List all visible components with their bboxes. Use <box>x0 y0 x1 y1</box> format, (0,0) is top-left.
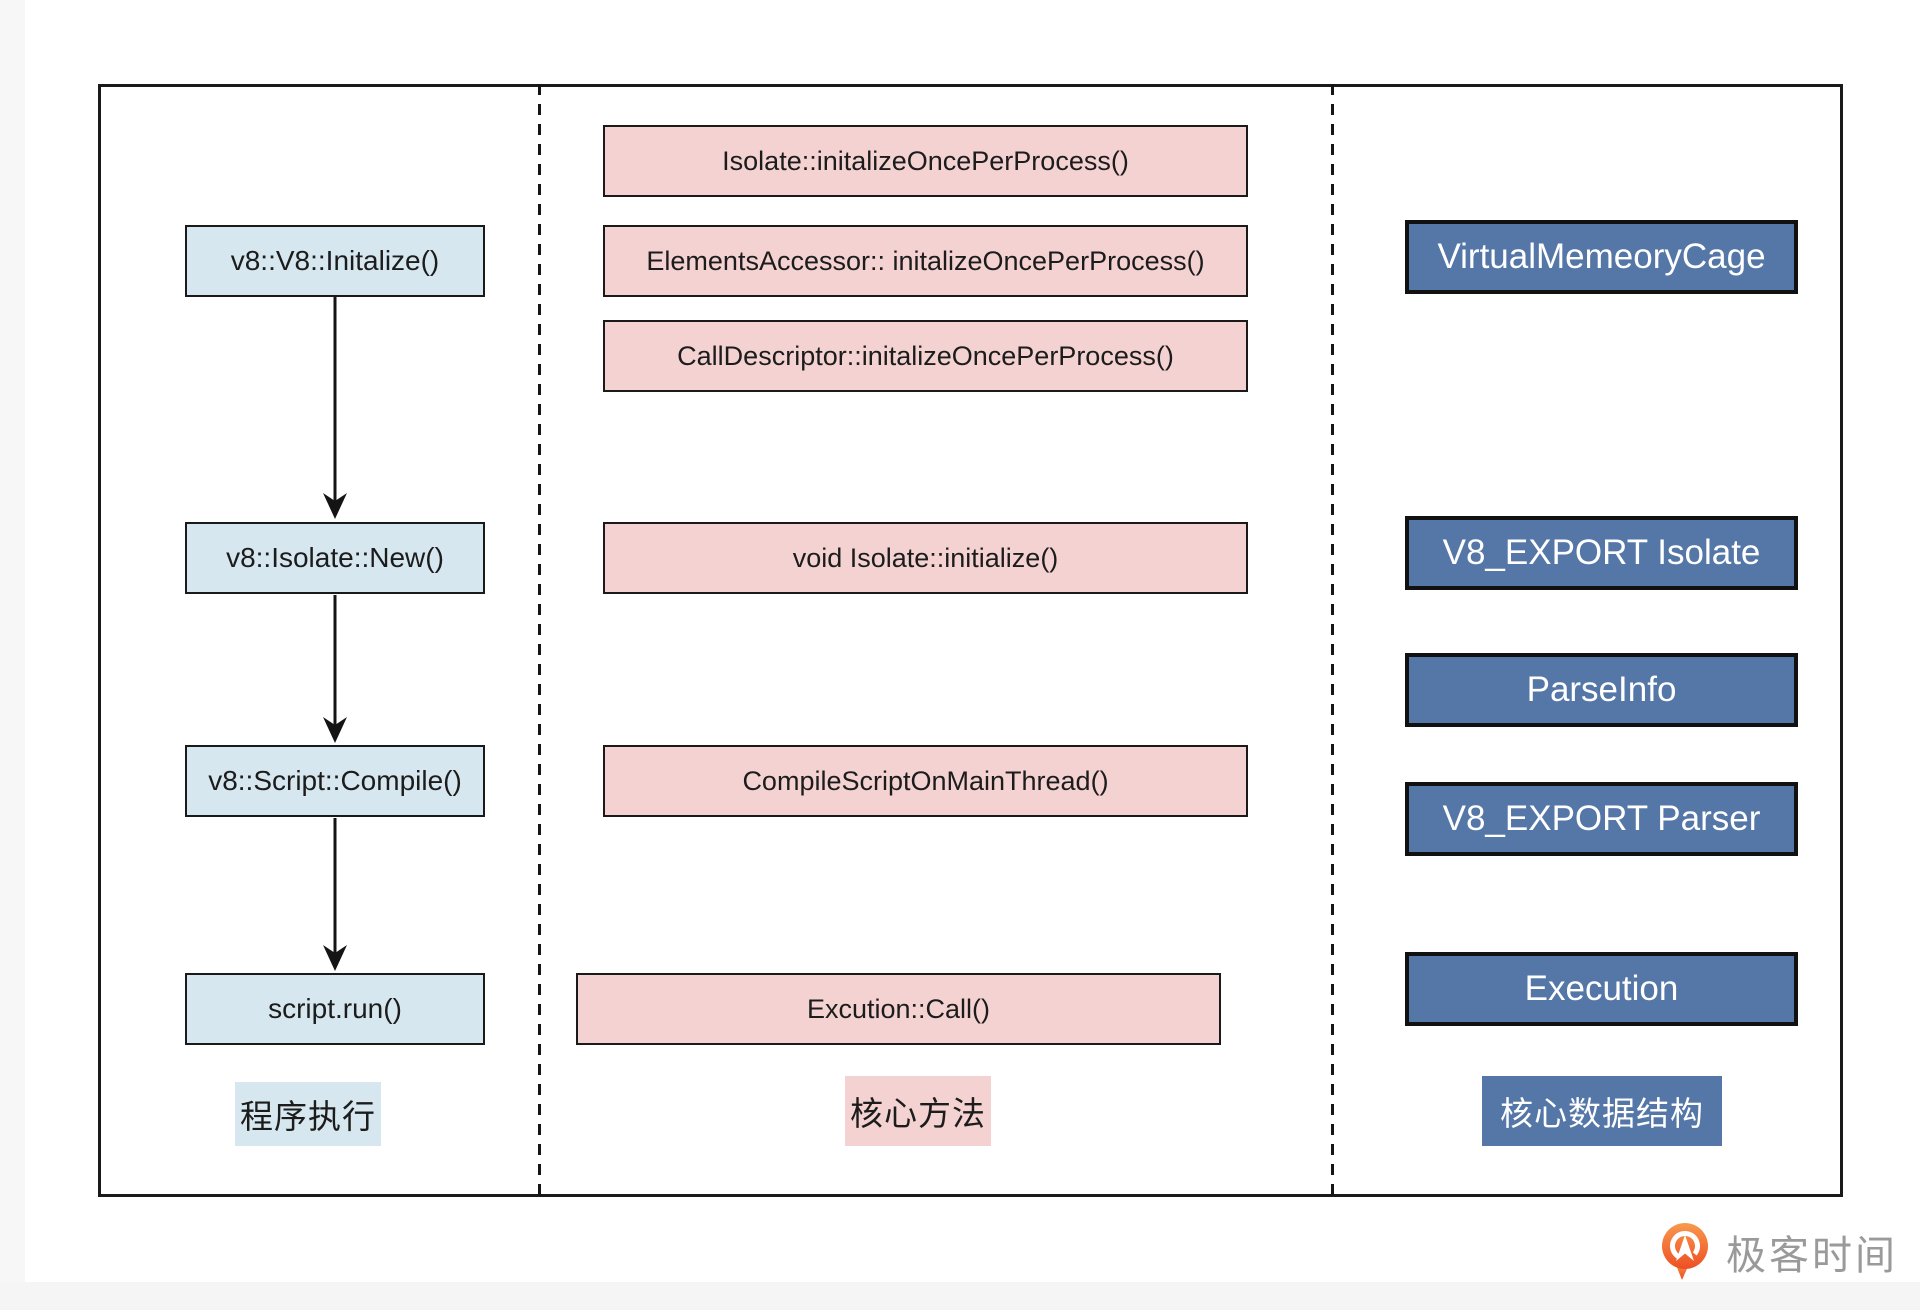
box-excution-call: Excution::Call() <box>576 973 1221 1045</box>
box-v8-export-isolate: V8_EXPORT Isolate <box>1405 516 1798 590</box>
box-call-descriptor-initalize-once-per-process: CallDescriptor::initalizeOncePerProcess(… <box>603 320 1248 392</box>
box-v8-export-parser: V8_EXPORT Parser <box>1405 782 1798 856</box>
page-left-margin-strip <box>0 0 25 1282</box>
badge-core-methods: 核心方法 <box>845 1076 991 1146</box>
column-separator-dashed-2 <box>1331 84 1334 1197</box>
box-v8-script-compile: v8::Script::Compile() <box>185 745 485 817</box>
badge-program-execution: 程序执行 <box>235 1082 381 1146</box>
column-separator-dashed-1 <box>538 84 541 1197</box>
box-script-run: script.run() <box>185 973 485 1045</box>
box-elements-accessor-initalize-once-per-process: ElementsAccessor:: initalizeOncePerProce… <box>603 225 1248 297</box>
box-compile-script-on-main-thread: CompileScriptOnMainThread() <box>603 745 1248 817</box>
geektime-brand-text: 极客时间 <box>1726 1234 1898 1278</box>
geektime-pin-icon <box>1662 1223 1708 1280</box>
box-isolate-initalize-once-per-process: Isolate::initalizeOncePerProcess() <box>603 125 1248 197</box>
box-void-isolate-initialize: void Isolate::initialize() <box>603 522 1248 594</box>
box-virtual-memeory-cage: VirtualMemeoryCage <box>1405 220 1798 294</box>
badge-core-data-structures: 核心数据结构 <box>1482 1076 1722 1146</box>
box-v8-v8-initalize: v8::V8::Initalize() <box>185 225 485 297</box>
box-v8-isolate-new: v8::Isolate::New() <box>185 522 485 594</box>
box-execution: Execution <box>1405 952 1798 1026</box>
page-bottom-margin-strip <box>0 1282 1920 1310</box>
geektime-logo: 极客时间 <box>1660 1222 1898 1282</box>
box-parse-info: ParseInfo <box>1405 653 1798 727</box>
